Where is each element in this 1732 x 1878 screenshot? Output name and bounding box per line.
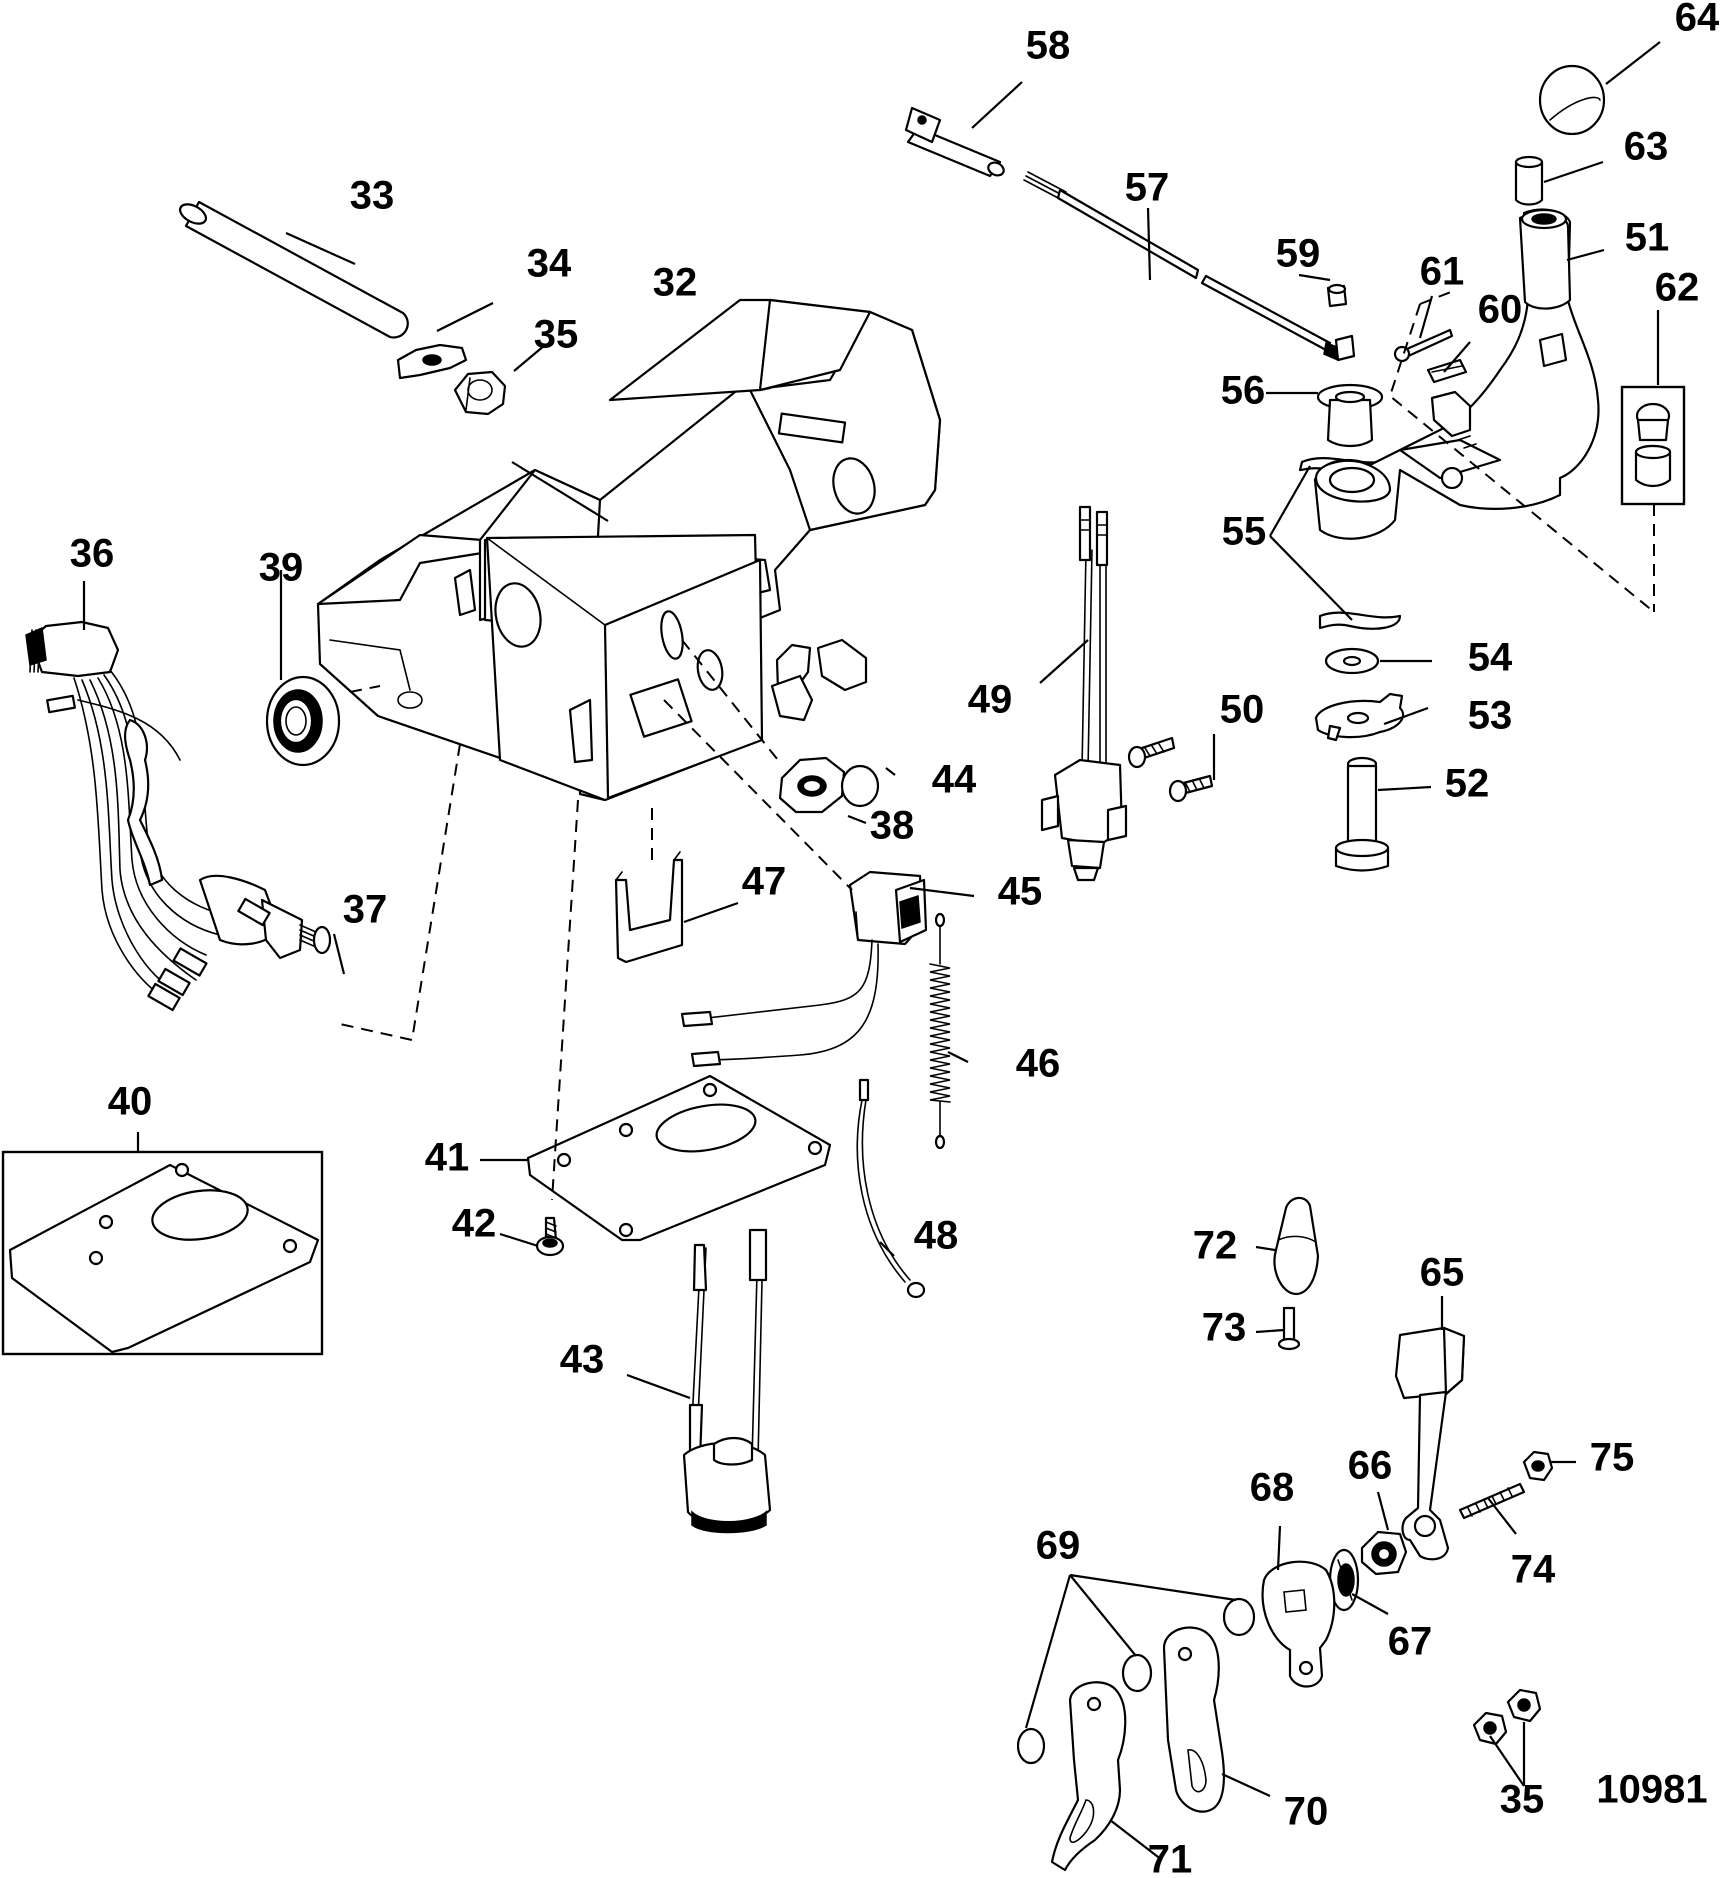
- label-68: 68: [1250, 1466, 1295, 1510]
- callout-labels: 32 33 34 35 36 37 38 39 40 41 42 43 44 4…: [70, 0, 1720, 1878]
- label-51: 51: [1625, 216, 1670, 260]
- part-57-rod: [1023, 171, 1356, 362]
- label-46: 46: [1016, 1042, 1061, 1086]
- part-41-plate: [526, 1074, 832, 1242]
- label-49: 49: [968, 678, 1013, 722]
- part-56-bushing: [1316, 383, 1384, 448]
- part-65-lever: [1394, 1326, 1466, 1561]
- part-52-bolt: [1334, 756, 1390, 872]
- label-64: 64: [1675, 0, 1720, 40]
- part-43-sensor: [682, 1228, 772, 1534]
- part-54-washer: [1324, 647, 1380, 675]
- label-44: 44: [932, 758, 977, 802]
- part-62-detail: [1620, 385, 1686, 506]
- label-35-upper: 35: [534, 313, 579, 357]
- label-63: 63: [1624, 125, 1669, 169]
- part-48-ground-wire: [856, 1078, 926, 1299]
- label-48: 48: [914, 1214, 959, 1258]
- part-49-sensor: [1040, 505, 1128, 882]
- label-73: 73: [1202, 1306, 1247, 1350]
- label-75: 75: [1590, 1436, 1635, 1480]
- part-53-tab-washer: [1314, 692, 1405, 742]
- label-39: 39: [259, 546, 304, 590]
- part-51-lever: [1313, 208, 1600, 540]
- part-60-washer: [1426, 358, 1468, 384]
- label-71: 71: [1148, 1838, 1193, 1878]
- label-57: 57: [1125, 166, 1170, 210]
- label-52: 52: [1445, 762, 1490, 806]
- part-64-knob: [1538, 64, 1606, 136]
- part-46-spring: [929, 912, 951, 1150]
- label-47: 47: [742, 860, 787, 904]
- part-72-knob: [1273, 1196, 1320, 1296]
- part-71-link: [1050, 1681, 1127, 1872]
- part-74-stud: [1458, 1482, 1526, 1520]
- label-72: 72: [1193, 1224, 1238, 1268]
- label-38: 38: [870, 804, 915, 848]
- label-42: 42: [452, 1202, 497, 1246]
- part-58-end: [904, 106, 1005, 178]
- part-61-cotter-pin: [1393, 328, 1454, 363]
- label-40: 40: [108, 1080, 153, 1124]
- label-60: 60: [1478, 288, 1523, 332]
- label-61: 61: [1420, 250, 1465, 294]
- part-35-nut: [453, 370, 507, 416]
- part-32-housing: [316, 298, 942, 802]
- assembly-lines: [339, 289, 1655, 1201]
- part-75-nut: [1522, 1450, 1554, 1482]
- label-58: 58: [1026, 24, 1071, 68]
- part-33-tube: [178, 200, 409, 339]
- label-32: 32: [653, 261, 698, 305]
- label-33: 33: [350, 174, 395, 218]
- part-67-washer: [1328, 1548, 1360, 1612]
- label-54: 54: [1468, 636, 1513, 680]
- part-39-grommet: [265, 675, 341, 767]
- part-50-screws: [1127, 736, 1214, 803]
- label-35-lower: 35: [1500, 1778, 1545, 1822]
- label-74: 74: [1511, 1548, 1556, 1592]
- part-44-plug: [840, 764, 880, 808]
- label-34: 34: [527, 242, 572, 286]
- part-47-clip: [614, 851, 684, 964]
- label-55: 55: [1222, 510, 1267, 554]
- label-37: 37: [343, 888, 388, 932]
- part-38-nut: [778, 756, 846, 814]
- label-43: 43: [560, 1338, 605, 1382]
- part-40-gasket-detail: [1, 1150, 324, 1356]
- label-69: 69: [1036, 1524, 1081, 1568]
- part-35-nuts-lower: [1472, 1688, 1542, 1746]
- part-42-screw: [535, 1216, 565, 1257]
- leader-lines: [82, 41, 1661, 1861]
- label-65: 65: [1420, 1251, 1465, 1295]
- part-36-wiring-harness: [25, 620, 332, 1012]
- diagram-id-label: 10981: [1596, 1768, 1707, 1812]
- label-67: 67: [1388, 1620, 1433, 1664]
- part-66-nut: [1360, 1530, 1408, 1576]
- label-50: 50: [1220, 688, 1265, 732]
- part-63-pin: [1514, 155, 1544, 206]
- label-56: 56: [1221, 369, 1266, 413]
- part-69-washers: [1016, 1597, 1256, 1765]
- part-68-cam-plate: [1261, 1560, 1336, 1688]
- label-62: 62: [1655, 266, 1700, 310]
- label-36: 36: [70, 532, 115, 576]
- label-45: 45: [998, 870, 1043, 914]
- part-73-screw: [1277, 1306, 1301, 1351]
- part-45-switch: [680, 870, 928, 1068]
- part-34-tab-washer: [396, 343, 468, 380]
- part-59-nut: [1326, 283, 1348, 308]
- label-59: 59: [1276, 232, 1321, 276]
- label-41: 41: [425, 1136, 470, 1180]
- label-66: 66: [1348, 1444, 1393, 1488]
- label-53: 53: [1468, 694, 1513, 738]
- part-70-link: [1162, 1626, 1225, 1813]
- label-70: 70: [1284, 1790, 1329, 1834]
